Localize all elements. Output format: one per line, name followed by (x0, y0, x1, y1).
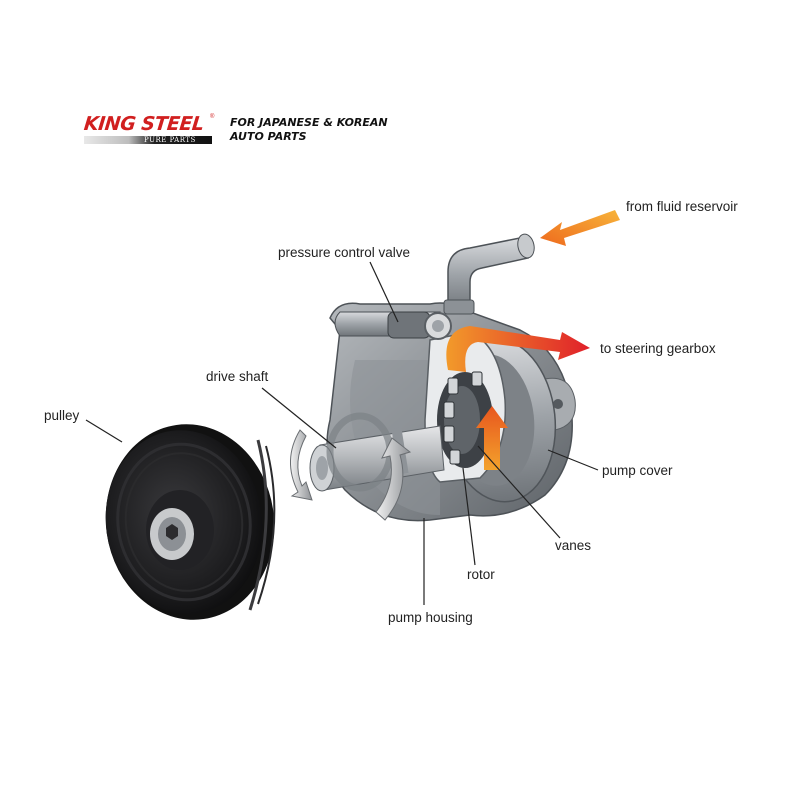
rotor-flow-arrow (476, 406, 508, 470)
label-vanes: vanes (555, 538, 592, 553)
logo-bar (84, 136, 212, 144)
label-from-fluid-reservoir: from fluid reservoir (626, 199, 738, 214)
label-to-steering-gearbox: to steering gearbox (600, 341, 716, 356)
logo-subtext: PURE PARTS (144, 136, 196, 144)
king-steel-logo: KING STEEL ® PURE PARTS (83, 113, 215, 148)
label-drive-shaft: drive shaft (206, 369, 269, 384)
tagline-line-1: FOR JAPANESE & KOREAN (230, 116, 388, 129)
registered-mark: ® (210, 114, 215, 120)
leader-pressure-control-valve (369, 261, 399, 323)
leader-pulley (85, 419, 123, 443)
leader-pump-cover (547, 449, 599, 471)
label-pump-housing: pump housing (388, 610, 473, 625)
leader-lines (85, 261, 599, 605)
label-pulley: pulley (44, 408, 80, 423)
outlet-flow-arrow (446, 326, 590, 372)
label-pump-cover: pump cover (602, 463, 673, 478)
tagline-line-2: AUTO PARTS (230, 130, 307, 143)
inlet-flow-arrow (540, 210, 620, 246)
fluid-flow-arrows (446, 210, 620, 470)
leader-drive-shaft (261, 387, 337, 449)
pressure-control-valve (334, 311, 452, 340)
brand-tagline: FOR JAPANESE & KOREAN AUTO PARTS (230, 116, 388, 144)
pulley (105, 424, 276, 620)
leader-rotor (462, 467, 476, 566)
rotation-arrows (289, 429, 412, 521)
vanes (443, 371, 483, 465)
label-rotor: rotor (467, 567, 495, 582)
label-pressure-control-valve: pressure control valve (278, 245, 411, 260)
leader-vanes (477, 445, 561, 539)
inlet-pipe (443, 233, 535, 315)
